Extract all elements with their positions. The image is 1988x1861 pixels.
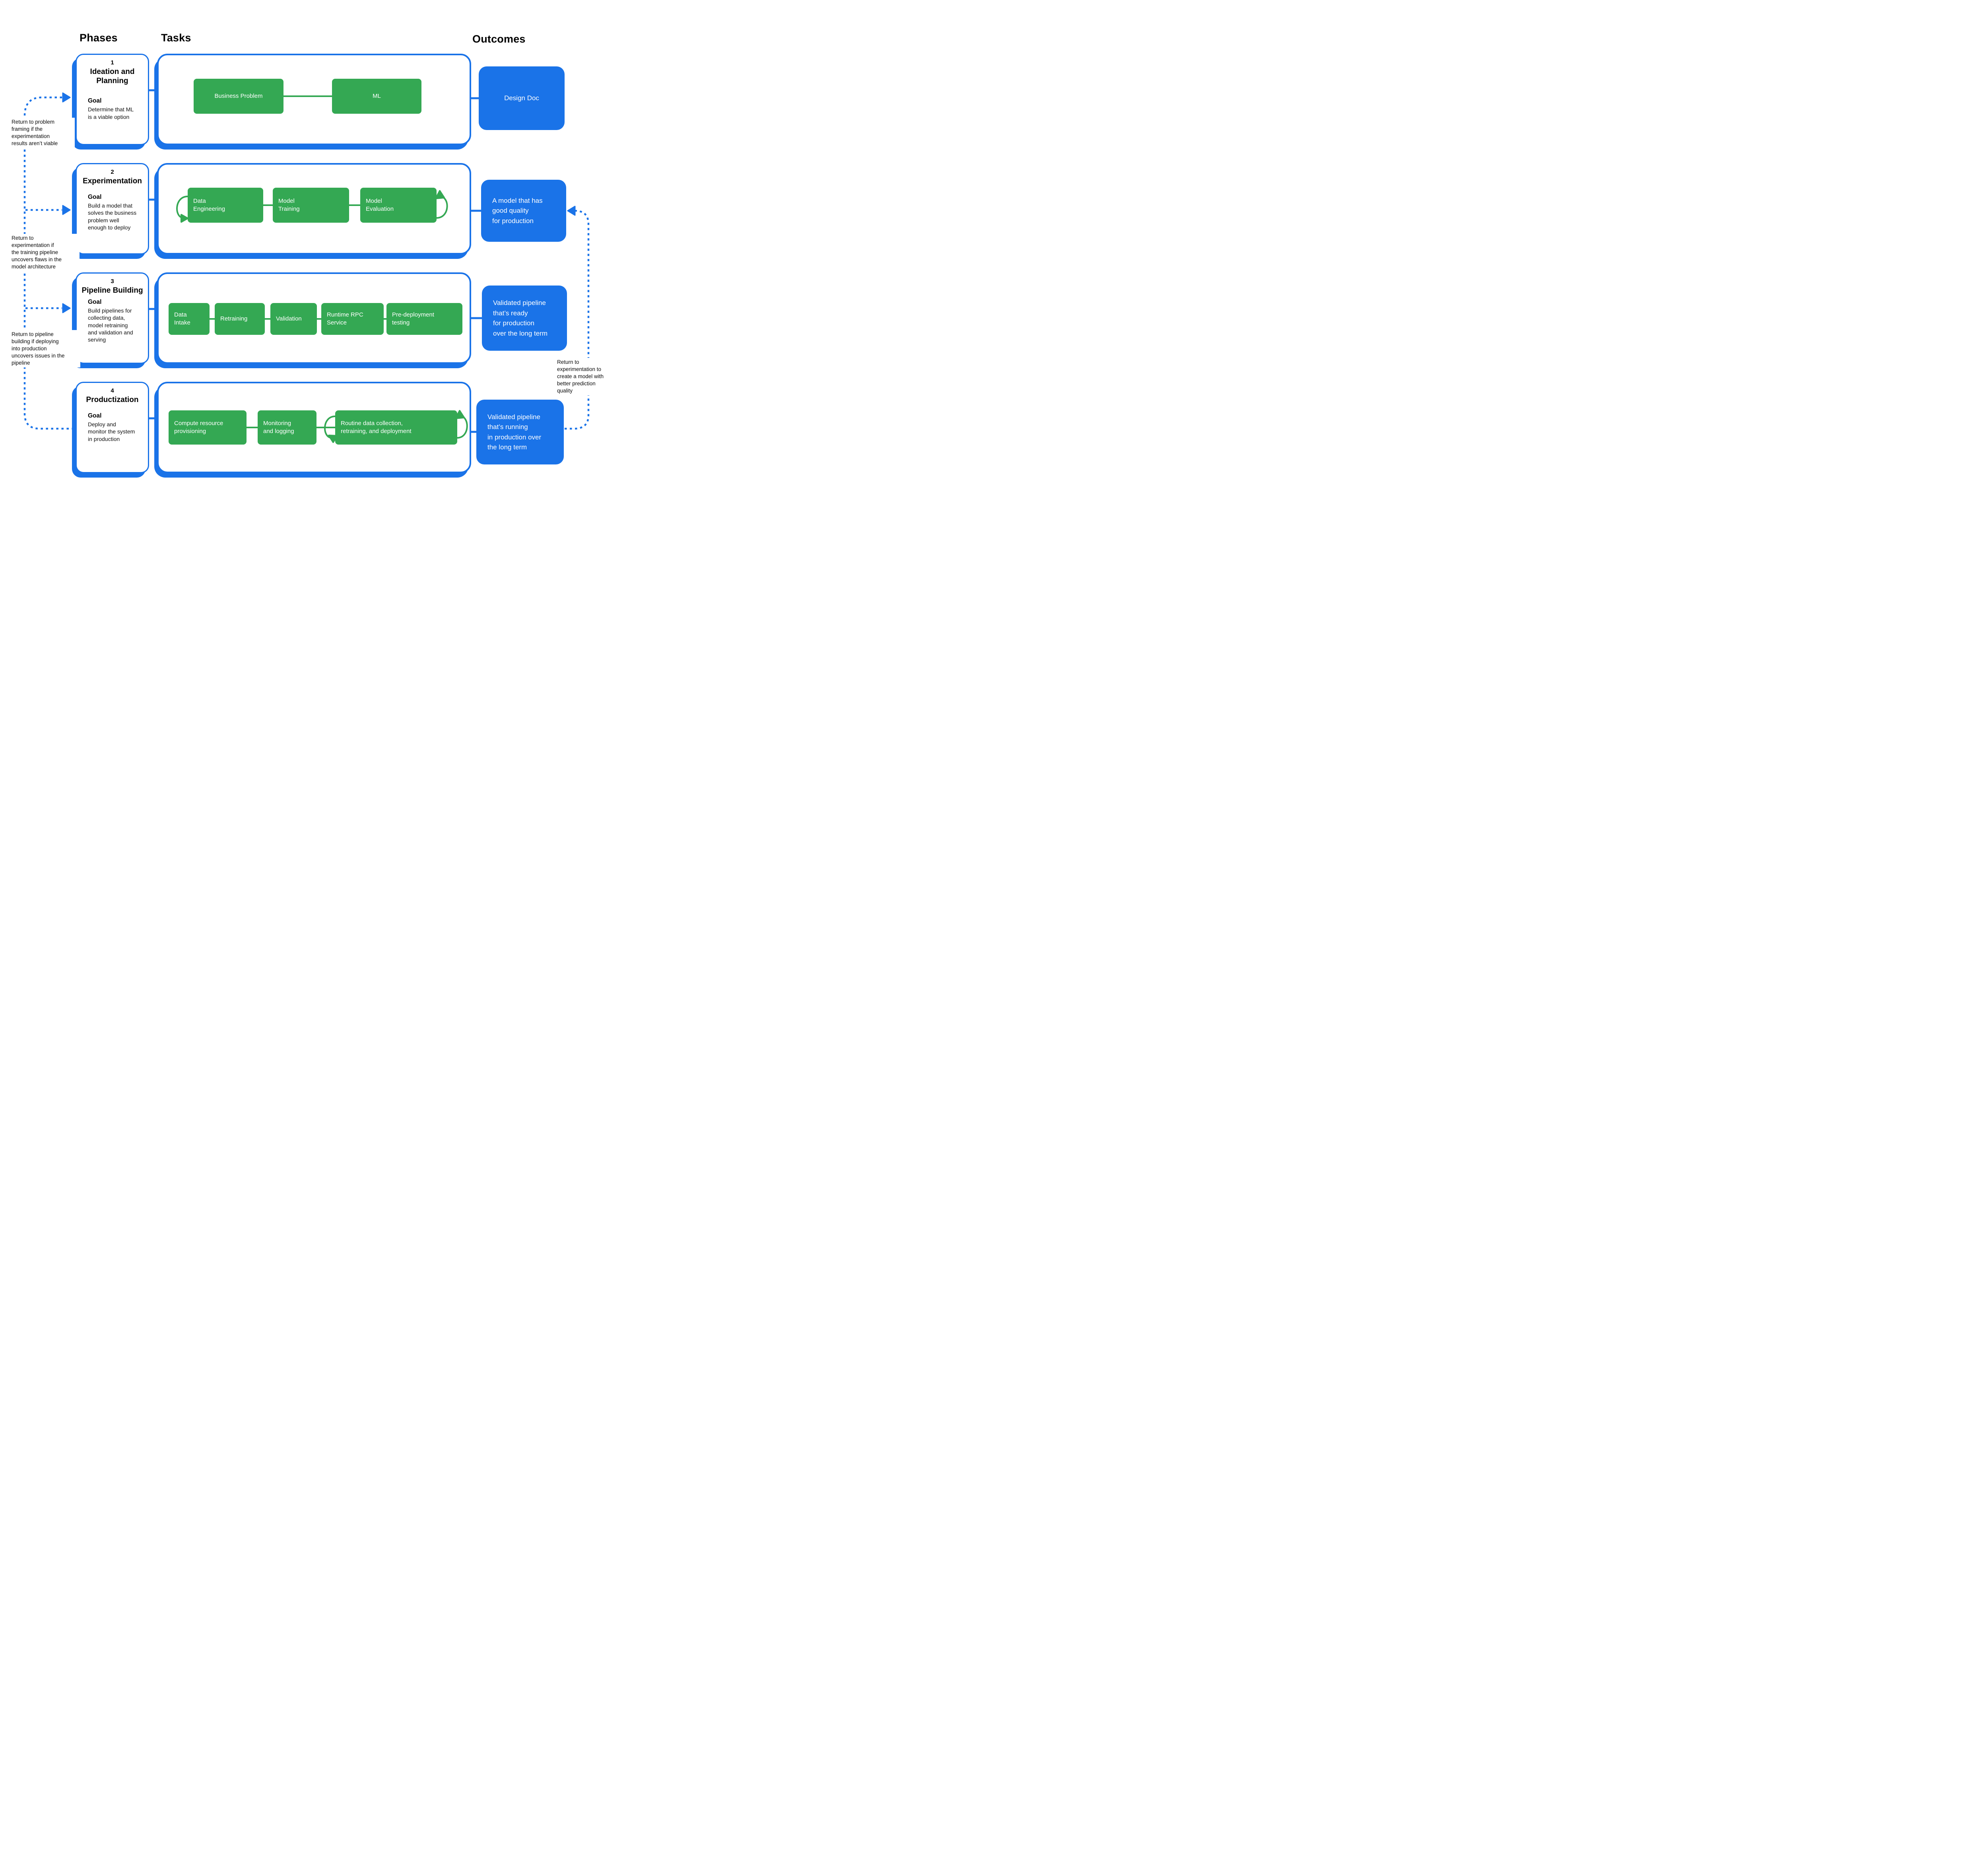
task-routine-data-collection: Routine data collection, retraining, and… bbox=[335, 410, 457, 445]
task-model-evaluation: Model Evaluation bbox=[360, 188, 437, 223]
goal-label: Goal bbox=[88, 299, 102, 306]
goal-text: Build pipelines for collecting data, mod… bbox=[88, 307, 133, 343]
task-link-lines bbox=[210, 95, 386, 428]
task-validation: Validation bbox=[270, 303, 317, 335]
phase-title: Ideation and Planning bbox=[90, 68, 135, 85]
column-header-phases: Phases bbox=[80, 32, 118, 44]
outcome-validated-pipeline-running: Validated pipeline that’s running in pro… bbox=[476, 400, 564, 464]
phase-title: Experimentation bbox=[83, 177, 142, 185]
outcome-design-doc: Design Doc bbox=[479, 66, 565, 130]
phase-card-pipeline-building: 3 Pipeline Building Goal Build pipelines… bbox=[76, 272, 149, 364]
phase-number: 2 bbox=[111, 169, 114, 175]
task-compute-resource-provisioning: Compute resource provisioning bbox=[169, 410, 247, 445]
left-return-dotted-path bbox=[23, 96, 74, 430]
annotation-return-to-pipeline-building: Return to pipeline building if deploying… bbox=[10, 330, 80, 368]
goal-label: Goal bbox=[88, 97, 102, 105]
goal-label: Goal bbox=[88, 194, 102, 201]
phase-number: 4 bbox=[111, 387, 114, 394]
annotation-return-to-experimentation-right: Return to experimentation to create a mo… bbox=[556, 358, 615, 396]
annotation-return-to-experimentation-left: Return to experimentation if the trainin… bbox=[10, 234, 80, 272]
connector-layer-green bbox=[176, 95, 468, 443]
phase-number: 3 bbox=[111, 278, 114, 285]
outcome-validated-pipeline-ready: Validated pipeline that’s ready for prod… bbox=[482, 286, 567, 351]
task-model-training: Model Training bbox=[273, 188, 349, 223]
phase-card-productization: 4 Productization Goal Deploy and monitor… bbox=[76, 382, 149, 473]
column-header-outcomes: Outcomes bbox=[472, 33, 526, 45]
outcome-model-quality: A model that has good quality for produc… bbox=[481, 180, 566, 242]
column-header-tasks: Tasks bbox=[161, 32, 191, 44]
phase-card-experimentation: 2 Experimentation Goal Build a model tha… bbox=[76, 163, 149, 254]
task-business-problem: Business Problem bbox=[194, 79, 283, 114]
annotation-return-to-problem-framing: Return to problem framing if the experim… bbox=[10, 118, 75, 148]
task-retraining: Retraining bbox=[215, 303, 265, 335]
goal-label: Goal bbox=[88, 412, 102, 420]
task-data-intake: Data Intake bbox=[169, 303, 210, 335]
phase-number: 1 bbox=[111, 59, 114, 66]
right-return-arrowhead bbox=[567, 206, 576, 216]
ml-lifecycle-diagram: Phases Tasks Outcomes bbox=[0, 0, 615, 507]
task-runtime-rpc-service: Runtime RPC Service bbox=[321, 303, 384, 335]
task-ml: ML bbox=[332, 79, 421, 114]
connector-layer-back bbox=[23, 89, 590, 433]
task-data-engineering: Data Engineering bbox=[188, 188, 263, 223]
left-return-arrowheads bbox=[62, 92, 71, 313]
goal-text: Deploy and monitor the system in product… bbox=[88, 421, 135, 442]
task-to-outcome-connectors bbox=[470, 97, 483, 433]
phase-title: Pipeline Building bbox=[82, 286, 143, 295]
goal-text: Build a model that solves the business p… bbox=[88, 202, 137, 231]
phase-title: Productization bbox=[86, 396, 139, 404]
iteration-loop-arrows bbox=[176, 190, 468, 443]
phase-card-ideation: 1 Ideation and Planning Goal Determine t… bbox=[76, 54, 149, 145]
task-pre-deployment-testing: Pre-deployment testing bbox=[386, 303, 462, 335]
right-return-dotted-path bbox=[565, 210, 590, 430]
task-monitoring-and-logging: Monitoring and logging bbox=[258, 410, 316, 445]
goal-text: Determine that ML is a viable option bbox=[88, 106, 134, 120]
